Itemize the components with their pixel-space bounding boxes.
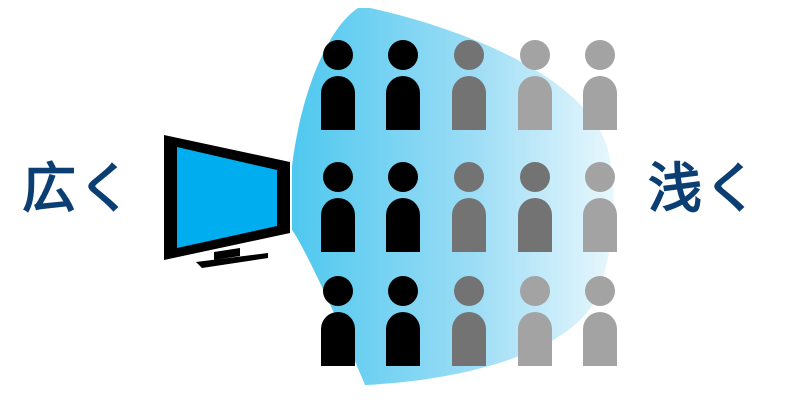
person-icon — [386, 40, 420, 130]
person-head — [323, 162, 353, 192]
person-head — [520, 162, 550, 192]
tv-stand-neck — [214, 248, 240, 260]
person-head — [585, 40, 615, 70]
person-head — [520, 276, 550, 306]
person-head — [323, 40, 353, 70]
person-head — [454, 276, 484, 306]
person-icon — [386, 162, 420, 252]
person-body — [321, 76, 355, 130]
person-head — [388, 276, 418, 306]
person-icon — [518, 276, 552, 366]
person-head — [585, 276, 615, 306]
label-wide: 広く — [22, 157, 134, 220]
person-icon — [452, 40, 486, 130]
person-body — [518, 76, 552, 130]
person-body — [386, 312, 420, 366]
person-head — [454, 40, 484, 70]
person-icon — [583, 276, 617, 366]
person-body — [518, 198, 552, 252]
person-body — [583, 198, 617, 252]
person-body — [583, 312, 617, 366]
person-icon — [386, 276, 420, 366]
tv-icon — [164, 135, 290, 268]
person-body — [452, 312, 486, 366]
tv-screen — [177, 147, 277, 248]
person-icon — [583, 162, 617, 252]
person-icon — [321, 276, 355, 366]
person-icon — [518, 40, 552, 130]
person-head — [323, 276, 353, 306]
person-icon — [452, 276, 486, 366]
label-shallow: 浅く — [648, 157, 760, 220]
person-body — [386, 76, 420, 130]
person-body — [321, 198, 355, 252]
person-head — [585, 162, 615, 192]
person-body — [583, 76, 617, 130]
person-head — [388, 40, 418, 70]
person-icon — [321, 162, 355, 252]
person-head — [520, 40, 550, 70]
person-body — [452, 76, 486, 130]
person-icon — [518, 162, 552, 252]
person-icon — [452, 162, 486, 252]
person-body — [386, 198, 420, 252]
person-icon — [583, 40, 617, 130]
audience-grid — [321, 40, 617, 366]
person-icon — [321, 40, 355, 130]
person-body — [321, 312, 355, 366]
person-head — [454, 162, 484, 192]
person-head — [388, 162, 418, 192]
person-body — [518, 312, 552, 366]
person-body — [452, 198, 486, 252]
tv-stand-base — [196, 253, 268, 268]
